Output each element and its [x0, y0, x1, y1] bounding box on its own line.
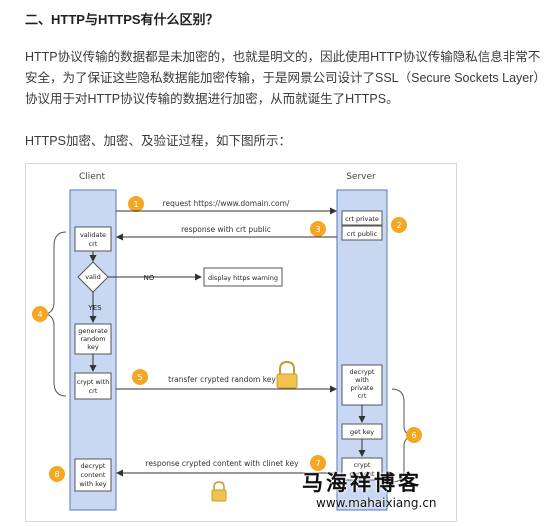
server-decrypt-label-1: decrypt	[350, 368, 375, 376]
client-decrypt-label-2: content	[81, 471, 106, 479]
article-heading: 二、HTTP与HTTPS有什么区别？	[25, 12, 219, 27]
crypt-with-label: crypt with	[77, 378, 110, 386]
transfer-key-label: transfer crypted random key	[168, 375, 276, 384]
crt-public-box	[341, 225, 383, 241]
crypt-crt-label: crt	[89, 387, 98, 395]
step-8-badge	[49, 466, 65, 482]
https-warning-label: display https warning	[208, 274, 278, 282]
step-2-number: 2	[396, 221, 401, 230]
validate-crt-label: crt	[89, 240, 98, 248]
crypt-with-crt-box	[74, 372, 112, 400]
watermark-text: 马海祥博客	[302, 470, 422, 495]
get-key-label: get key	[350, 428, 374, 436]
step-5-badge	[132, 369, 148, 385]
step-3-badge	[310, 221, 326, 237]
generate-label-3: key	[87, 343, 99, 351]
https-handshake-diagram: Client Server 1 request https://www.doma…	[25, 163, 457, 522]
step-3-number: 3	[315, 225, 320, 234]
step-1-badge	[128, 196, 144, 212]
generate-key-box	[74, 323, 112, 355]
server-decrypt-label-2: with	[355, 376, 369, 384]
step-4-bracket	[45, 231, 67, 397]
small-lock-icon	[211, 481, 227, 502]
server-crypt-content-box	[341, 457, 383, 481]
server-decrypt-label-3: private	[351, 384, 374, 392]
server-crypt-label-1: crypt	[354, 461, 371, 469]
lock-icon	[276, 360, 298, 389]
figure-caption: HTTPS加密、加密、及验证过程，如下图所示：	[25, 134, 291, 148]
generate-label-2: random	[80, 335, 105, 343]
step-6-badge	[406, 427, 422, 443]
validate-crt-box	[74, 226, 112, 252]
crt-private-label: crt private	[345, 215, 379, 223]
step-6-number: 6	[411, 431, 416, 440]
step-2-badge	[391, 217, 407, 233]
server-label: Server	[346, 172, 376, 182]
server-crypt-label-2: content	[350, 470, 375, 478]
server-decrypt-box	[341, 364, 383, 406]
generate-label-1: generate	[78, 327, 107, 335]
response-content-label: response crypted content with clinet key	[145, 459, 299, 468]
client-decrypt-content-box	[74, 458, 112, 492]
step-7-number: 7	[315, 459, 320, 468]
watermark-url: www.mahaixiang.cn	[316, 496, 437, 510]
client-label: Client	[79, 172, 106, 182]
step-4-number: 4	[37, 310, 42, 319]
request-label: request https://www.domain.com/	[163, 199, 290, 208]
server-decrypt-label-4: crt	[358, 392, 367, 400]
step-4-badge	[32, 306, 48, 322]
crt-public-label: crt public	[347, 230, 378, 238]
client-decrypt-label-1: decrypt	[81, 462, 106, 470]
valid-label: valid	[85, 273, 101, 281]
client-decrypt-label-3: with key	[79, 480, 106, 488]
crt-private-box	[341, 210, 383, 226]
response-crt-label: response with crt public	[181, 225, 271, 234]
validate-label: validate	[80, 231, 106, 239]
step-1-number: 1	[133, 200, 138, 209]
step-5-number: 5	[137, 373, 142, 382]
step-7-badge	[310, 455, 326, 471]
watermark: 马海祥博客 www.mahaixiang.cn	[302, 467, 462, 517]
yes-label: YES	[87, 304, 102, 312]
step-8-number: 8	[54, 470, 59, 479]
article-paragraph: HTTP协议传输的数据都是未加密的，也就是明文的，因此使用HTTP协议传输隐私信…	[25, 50, 541, 106]
no-label: NO	[144, 274, 155, 282]
https-warning-box	[203, 267, 283, 287]
